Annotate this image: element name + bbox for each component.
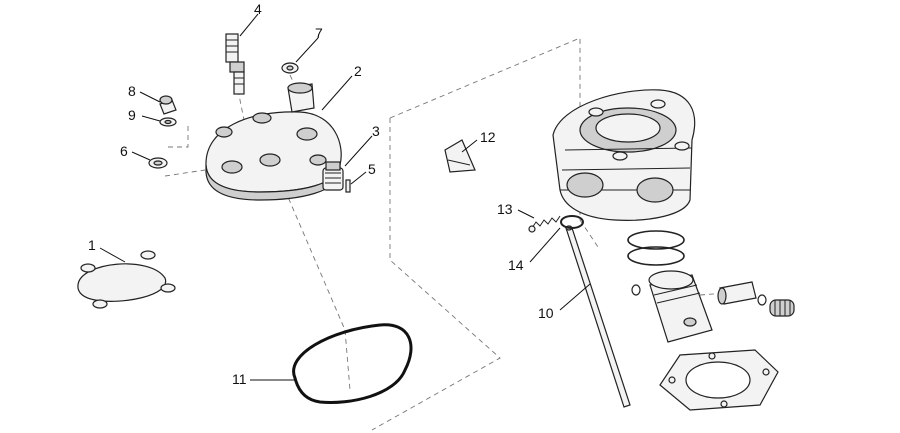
gasket-guide: [344, 329, 351, 391]
callout-12: 12: [480, 129, 496, 145]
callout-11: 11: [232, 371, 247, 387]
callout-3: 3: [372, 123, 380, 139]
cylinder-guide-left: [371, 118, 501, 431]
callout-2: 2: [354, 63, 362, 79]
leader-5: [350, 171, 367, 185]
part-base-gasket-left: [77, 250, 176, 309]
part-piston-rings: [627, 230, 685, 266]
callout-labels: 1 2 3 4 5 6 7 8 9 10 11 12 13 14: [88, 1, 554, 387]
part-piston-pin: [717, 281, 767, 306]
leader-lines: [99, 13, 591, 381]
callout-9: 9: [128, 107, 136, 123]
leader-12: [461, 139, 478, 153]
callout-8: 8: [128, 83, 136, 99]
bolt-guide: [168, 125, 189, 148]
leader-9: [141, 115, 161, 122]
leader-6: [131, 151, 151, 161]
washer-guide: [164, 169, 206, 177]
part-cylinder: [552, 89, 696, 221]
part-base-gasket-right: [659, 349, 779, 411]
part-small-pin-5: [345, 179, 351, 193]
part-piston-clip: [631, 284, 641, 296]
part-washer-6: [148, 157, 168, 169]
part-cap-nut-8: [159, 95, 177, 115]
leader-1: [99, 247, 126, 263]
part-spring-13: [528, 215, 561, 233]
callout-7: 7: [315, 25, 323, 41]
leader-7: [295, 37, 319, 63]
callout-4: 4: [254, 1, 262, 17]
part-washer-7: [281, 62, 299, 74]
part-stud-10: [565, 225, 631, 408]
callout-1: 1: [88, 237, 96, 253]
part-piston: [648, 270, 713, 343]
callout-5: 5: [368, 161, 376, 177]
leader-8: [139, 91, 161, 103]
callout-6: 6: [120, 143, 128, 159]
head-guide-down: [284, 189, 346, 331]
leader-3: [344, 135, 373, 167]
part-washer-9: [159, 117, 177, 127]
leader-13: [517, 209, 535, 219]
part-o-ring-11: [292, 323, 413, 404]
callout-13: 13: [497, 201, 513, 217]
callout-14: 14: [508, 257, 524, 273]
part-valve-3: [322, 161, 344, 191]
part-cylinder-head: [205, 82, 342, 201]
part-spark-plug: [225, 33, 245, 95]
part-deflector-12: [444, 139, 476, 173]
part-small-ring-14: [560, 215, 584, 229]
callout-10: 10: [538, 305, 554, 321]
part-needle-bearing: [769, 299, 795, 317]
cylinder-guide-stud: [579, 219, 601, 251]
leader-14: [529, 227, 561, 263]
leader-2: [321, 75, 353, 111]
leader-10: [559, 283, 591, 311]
leader-4: [239, 13, 259, 37]
